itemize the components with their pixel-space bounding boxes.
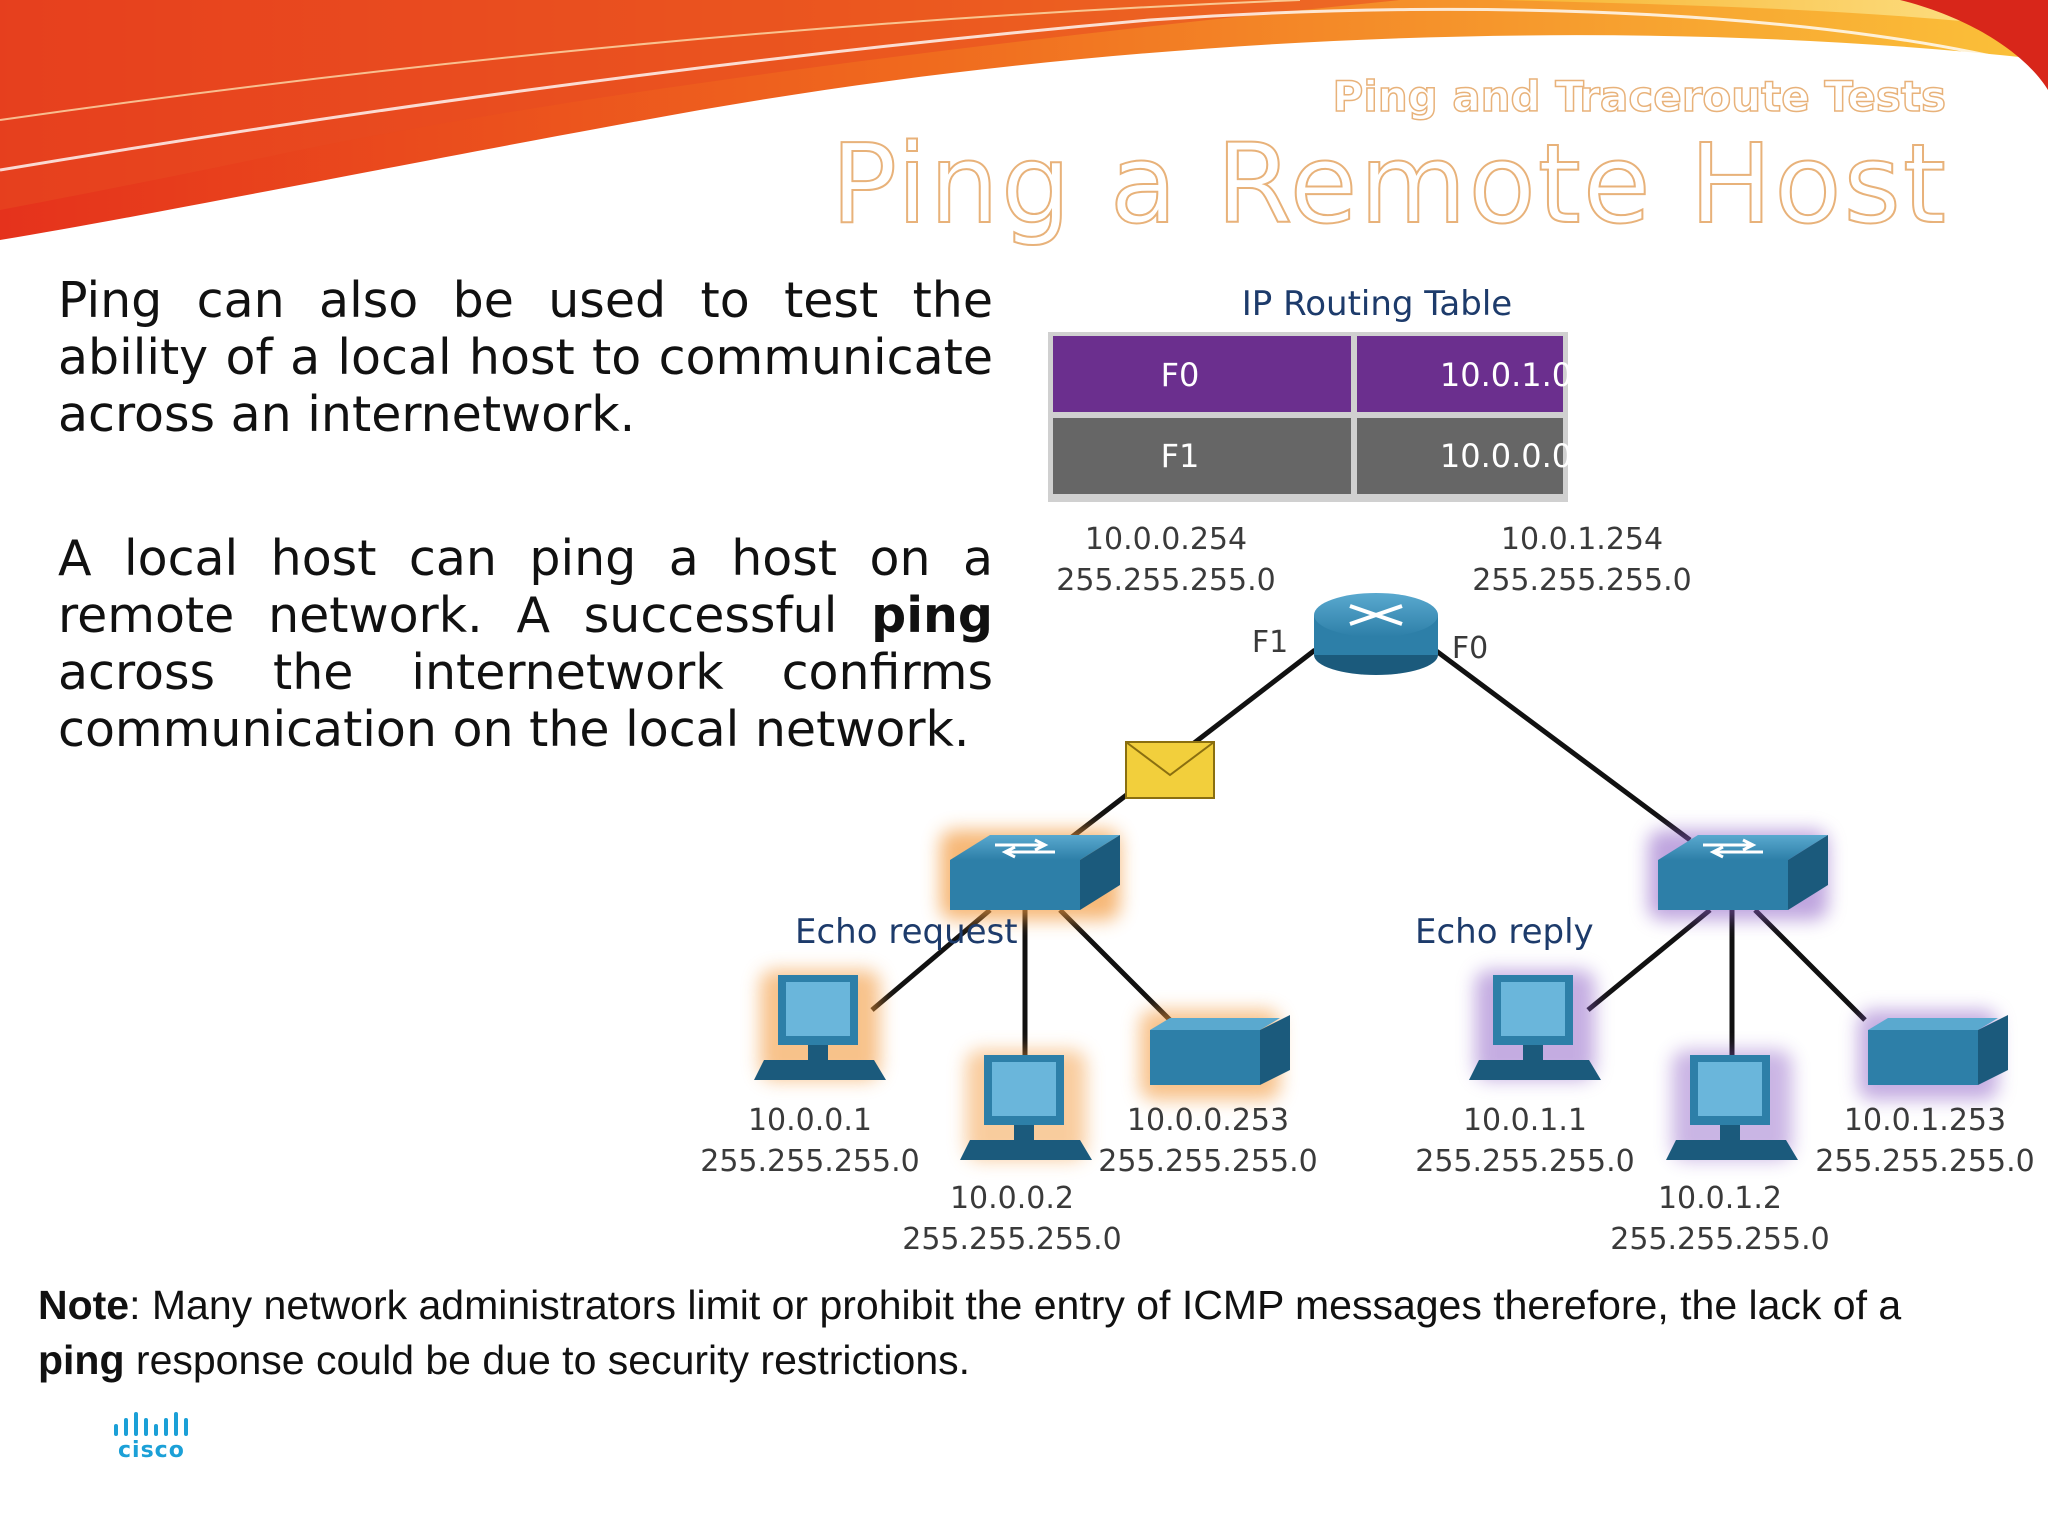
ping-packet-envelope-icon (1125, 741, 1215, 799)
security-note: Note: Many network administrators limit … (38, 1278, 1998, 1388)
routing-table-title: IP Routing Table (1242, 284, 1512, 324)
host-ip-label: 10.0.0.2 (950, 1181, 1074, 1216)
host-pc-icon (1469, 970, 1601, 1080)
slide-subtitle: Ping and Traceroute Tests (1332, 71, 1947, 122)
host-ip-label: 10.0.1.2 (1658, 1181, 1782, 1216)
routing-row-f0-network-cell (1357, 336, 1563, 412)
routing-row-f0-network: 10.0.1.0 (1440, 356, 1572, 394)
routing-row-f1-interface: F1 (1161, 437, 1200, 475)
host-ip-label: 10.0.0.253 (1127, 1103, 1289, 1138)
paragraph-remote-ping: A local host can ping a host on a remote… (58, 530, 993, 758)
switch-left-icon (940, 830, 1120, 920)
note-bold-ping: ping (38, 1337, 125, 1383)
para2-bold-ping: ping (871, 587, 993, 644)
routing-row-f0-interface-cell (1053, 336, 1351, 412)
host-ip-label: 10.0.0.1 (748, 1103, 872, 1138)
router-icon (1314, 593, 1438, 675)
header-swoosh-graphic (0, 0, 2048, 240)
router-f1-mask: 255.255.255.0 (1056, 563, 1275, 598)
host-mask-label: 255.255.255.0 (1610, 1222, 1829, 1257)
para2-text-start: A local host can ping a host on a remote… (58, 530, 993, 644)
echo-reply-label: Echo reply (1415, 912, 1594, 952)
host-ip-label: 10.0.1.1 (1463, 1103, 1587, 1138)
note-text-start: : Many network administrators limit or p… (129, 1282, 1902, 1328)
switch-right-icon (1648, 830, 1828, 920)
cisco-logo-icon (114, 1412, 188, 1436)
host-pc-icon (754, 970, 886, 1080)
routing-row-f1-network-cell (1357, 418, 1563, 494)
router-f1-ip: 10.0.0.254 (1085, 522, 1247, 557)
host-pc-icon (960, 1050, 1092, 1160)
router-port-f1-label: F1 (1252, 625, 1288, 660)
cisco-logo-wordmark: cisco (118, 1438, 185, 1463)
note-text-end: response could be due to security restri… (124, 1337, 971, 1383)
host-mask-label: 255.255.255.0 (902, 1222, 1121, 1257)
host-pc-icon (1666, 1050, 1798, 1160)
para2-text-end: across the internetwork confirms communi… (58, 644, 993, 758)
note-label: Note (38, 1282, 130, 1328)
paragraph-ping-internetwork: Ping can also be used to test the abilit… (58, 272, 993, 443)
routing-row-f0-interface: F0 (1161, 356, 1200, 394)
host-printer-icon (1858, 1010, 2008, 1100)
host-mask-label: 255.255.255.0 (1098, 1144, 1317, 1179)
host-printer-icon (1140, 1010, 1290, 1100)
host-mask-label: 255.255.255.0 (1815, 1144, 2034, 1179)
router-f0-mask: 255.255.255.0 (1472, 563, 1691, 598)
host-ip-label: 10.0.1.253 (1844, 1103, 2006, 1138)
routing-row-f1-network: 10.0.0.0 (1440, 437, 1572, 475)
router-f0-ip: 10.0.1.254 (1501, 522, 1663, 557)
slide-title: Ping a Remote Host (830, 119, 1948, 249)
echo-request-label: Echo request (795, 912, 1018, 952)
network-diagram: IP Routing Table F0 10.0.1.0 F1 10.0.0.0… (700, 284, 2034, 1257)
host-mask-label: 255.255.255.0 (1415, 1144, 1634, 1179)
router-port-f0-label: F0 (1452, 631, 1488, 666)
host-mask-label: 255.255.255.0 (700, 1144, 919, 1179)
routing-row-f1-interface-cell (1053, 418, 1351, 494)
